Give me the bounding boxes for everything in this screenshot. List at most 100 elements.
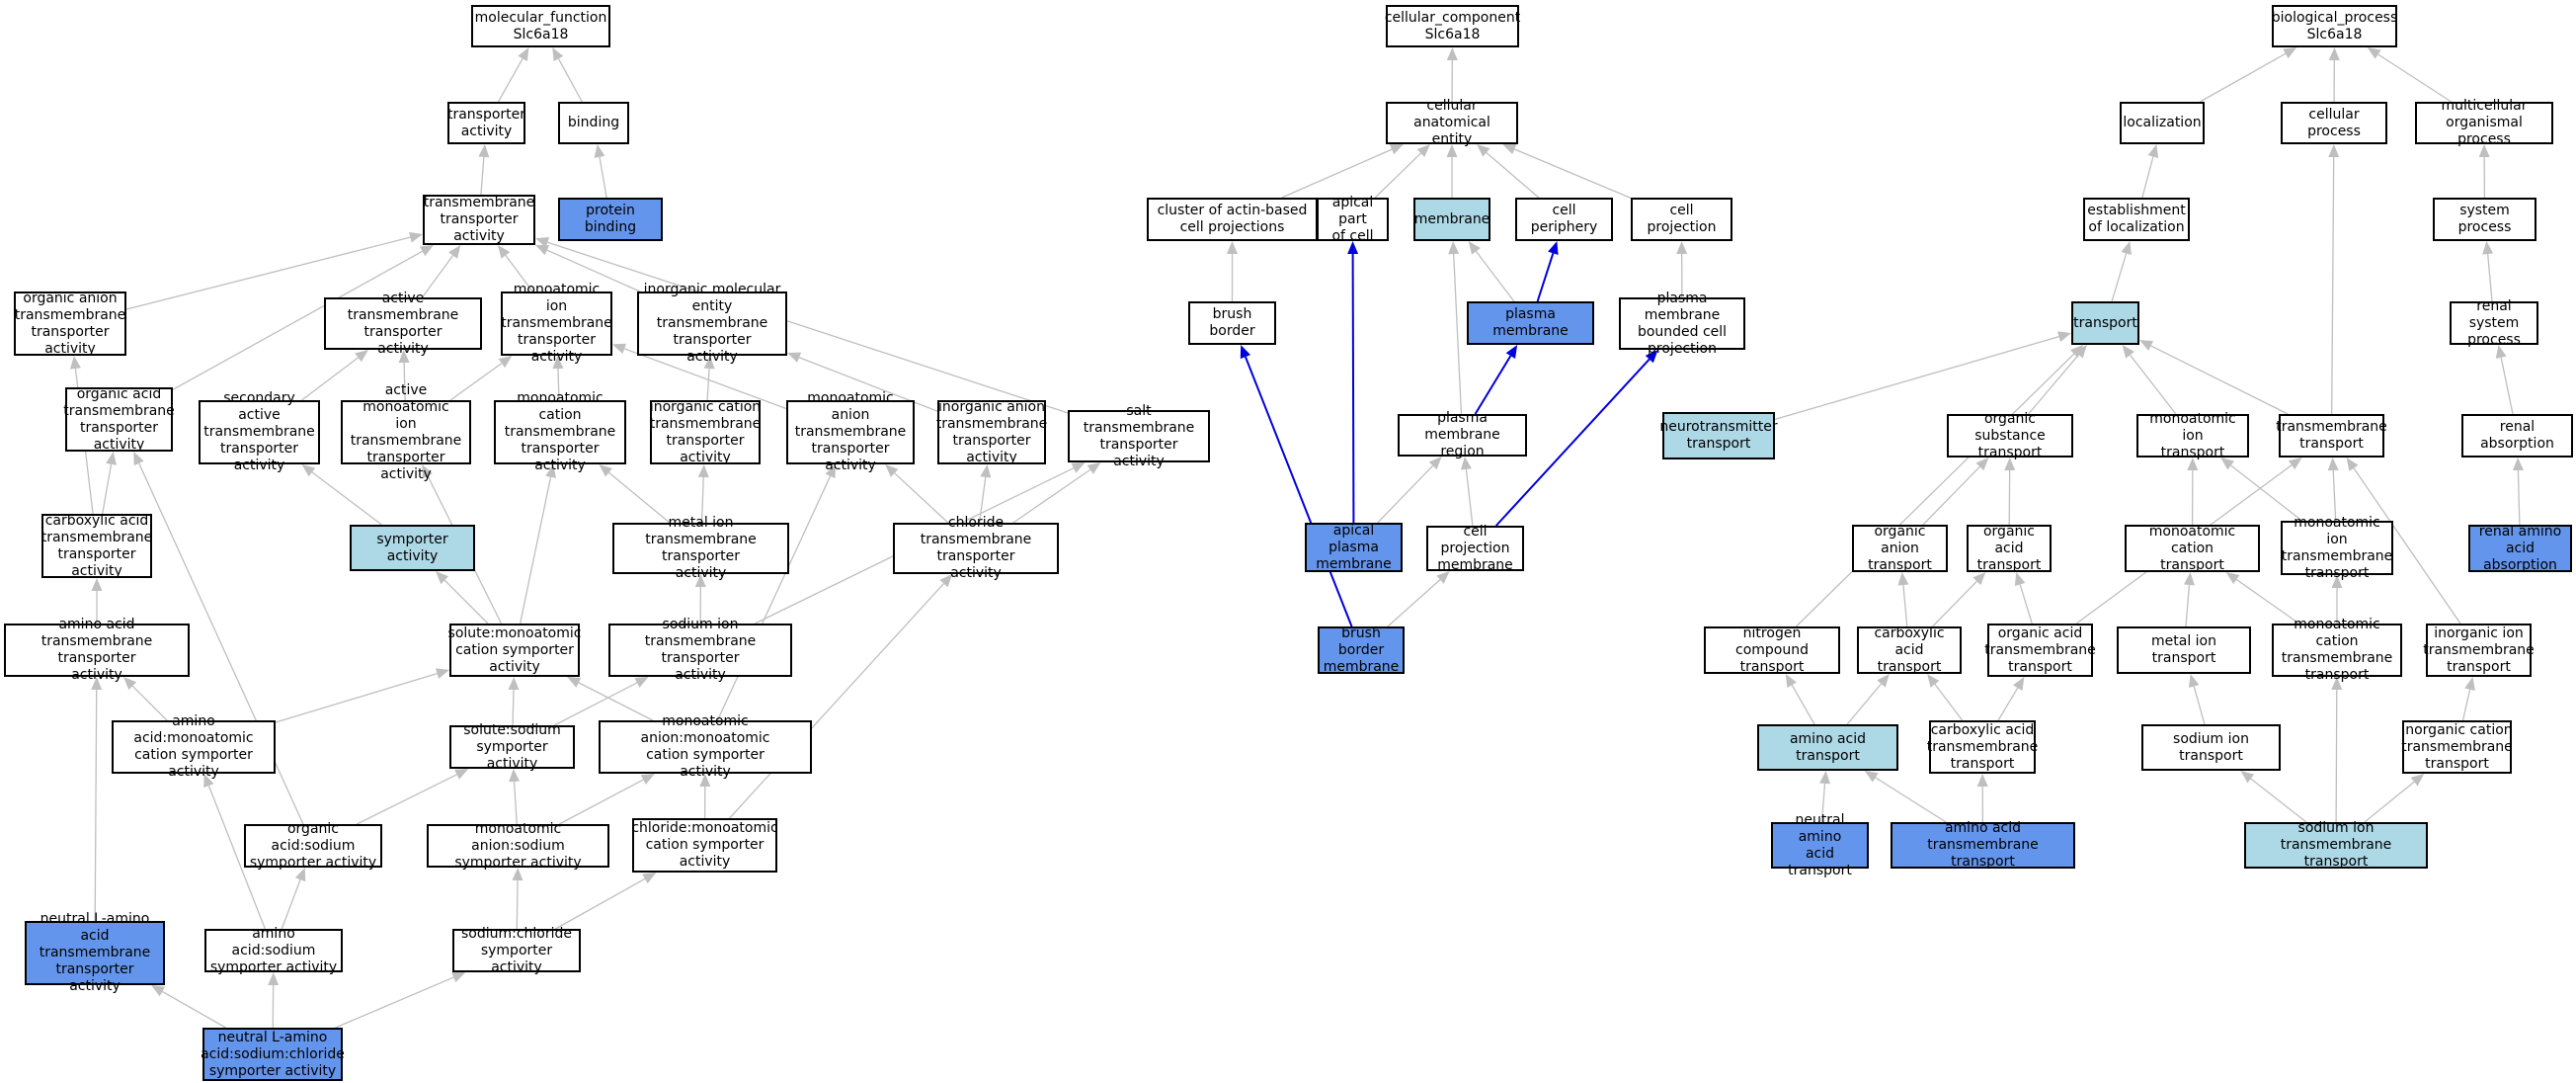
node-monoatomic-anion-sodium-symporter-activity[interactable]: monoatomic anion:sodium symporter activi… bbox=[427, 821, 609, 871]
node-sodium-ion-transmembrane-transport[interactable]: sodium ion transmembrane transport bbox=[2244, 820, 2428, 870]
node-inorganic-ion-transmembrane-transport[interactable]: inorganic ion transmembrane transport bbox=[2423, 624, 2535, 677]
node-establishment-of-localization[interactable]: establishment of localization bbox=[2083, 198, 2190, 241]
node-amino-acid-transport[interactable]: amino acid transport bbox=[1757, 724, 1898, 771]
node-cell-projection[interactable]: cell projection bbox=[1631, 198, 1732, 241]
node-system-process[interactable]: system process bbox=[2433, 198, 2536, 241]
edge-inorganic_ion_tm_transport-to-transmembrane_transport bbox=[2353, 467, 2461, 625]
node-organic-acid-transmembrane-transport[interactable]: organic acid transmembrane transport bbox=[1984, 624, 2096, 677]
node-carboxylic-acid-transmembrane-transporter-activity[interactable]: carboxylic acid transmembrane transporte… bbox=[40, 512, 153, 579]
node-apical-plasma-membrane[interactable]: apical plasma membrane bbox=[1305, 523, 1403, 572]
node-active-monoatomic-ion-transmembrane-transporter-activity[interactable]: active monoatomic ion transmembrane tran… bbox=[341, 382, 471, 482]
node-carboxylic-acid-transmembrane-transport[interactable]: carboxylic acid transmembrane transport bbox=[1927, 720, 2038, 774]
edge-symporter_activity-to-secondary_active_tm bbox=[311, 471, 382, 526]
node-neutral-l-amino-acid-sodium-chloride-symporter-activity[interactable]: neutral L-amino acid:sodium:chloride sym… bbox=[201, 1028, 345, 1081]
node-cc-root[interactable]: cellular_component Slc6a18 bbox=[1385, 5, 1520, 47]
edge-organic_acid_sodium_symporter-to-solute_sodium_symporter bbox=[357, 774, 457, 825]
node-renal-system-process[interactable]: renal system process bbox=[2450, 298, 2538, 348]
node-amino-acid-transmembrane-transporter-activity[interactable]: amino acid transmembrane transporter act… bbox=[4, 617, 190, 683]
node-protein-binding[interactable]: protein binding bbox=[558, 198, 663, 241]
node-organic-substance-transport[interactable]: organic substance transport bbox=[1947, 411, 2073, 460]
node-brush-border-membrane[interactable]: brush border membrane bbox=[1318, 625, 1405, 675]
node-solute-sodium-symporter-activity[interactable]: solute:sodium symporter activity bbox=[449, 722, 575, 772]
node-salt-transmembrane-transporter-activity[interactable]: salt transmembrane transporter activity bbox=[1068, 403, 1210, 469]
arrowhead-transmembrane_transport-to-transport bbox=[2139, 340, 2154, 351]
node-bp-root[interactable]: biological_process Slc6a18 bbox=[2272, 5, 2397, 47]
node-localization[interactable]: localization bbox=[2120, 102, 2205, 144]
node-inorganic-anion-transmembrane-transporter-activity[interactable]: inorganic anion transmembrane transporte… bbox=[935, 398, 1048, 465]
edge-cluster_actin_projections-to-cellular_anatomical_entity bbox=[1281, 148, 1393, 199]
node-transport[interactable]: transport bbox=[2071, 301, 2139, 345]
node-brush-border[interactable]: brush border bbox=[1188, 301, 1276, 345]
node-active-transmembrane-transporter-activity[interactable]: active transmembrane transporter activit… bbox=[324, 291, 482, 357]
arrowhead-neutral_l_amino_acid_sodium_chloride_symporter-to-sodium_chloride_symporter bbox=[451, 972, 466, 983]
node-metal-ion-transmembrane-transporter-activity[interactable]: metal ion transmembrane transporter acti… bbox=[612, 515, 789, 581]
node-monoatomic-cation-transport[interactable]: monoatomic cation transport bbox=[2125, 524, 2260, 573]
node-sodium-chloride-symporter-activity[interactable]: sodium:chloride symporter activity bbox=[452, 926, 581, 975]
arrowhead-monoatomic_anion_sodium_symporter-to-monoatomic_anion_monoatomic_cation_symporter bbox=[640, 774, 655, 785]
node-amino-acid-sodium-symporter-activity[interactable]: amino acid:sodium symporter activity bbox=[204, 926, 343, 975]
node-plasma-membrane-bounded-cell-projection[interactable]: plasma membrane bounded cell projection bbox=[1619, 291, 1745, 357]
node-metal-ion-transport[interactable]: metal ion transport bbox=[2117, 626, 2251, 674]
node-secondary-active-transmembrane-transporter-activity[interactable]: secondary active transmembrane transport… bbox=[199, 390, 320, 473]
arrowhead-organic_acid_sodium_symporter-to-organic_acid_tm bbox=[133, 452, 144, 466]
node-sodium-ion-transport[interactable]: sodium ion transport bbox=[2141, 724, 2281, 771]
node-carboxylic-acid-transport[interactable]: carboxylic acid transport bbox=[1857, 625, 1962, 675]
arrowhead-renal_system_process-to-system_process bbox=[2482, 241, 2494, 255]
node-cellular-process[interactable]: cellular process bbox=[2281, 102, 2387, 144]
node-amino-acid-monoatomic-cation-symporter-activity[interactable]: amino acid:monoatomic cation symporter a… bbox=[112, 713, 276, 780]
node-transporter-activity[interactable]: transporter activity bbox=[447, 102, 525, 144]
arrowhead-tm_transporter_activity-to-transporter_activity bbox=[478, 144, 490, 158]
node-cell-periphery[interactable]: cell periphery bbox=[1515, 198, 1613, 241]
arrowhead-amino_acid_tm_transport-to-carboxylic_acid_tm_transport bbox=[1976, 774, 1988, 788]
arrowhead-sodium_chloride_symporter-to-chloride_monoatomic_cation_symporter bbox=[642, 873, 657, 884]
node-multicellular-organismal-process[interactable]: multicellular organismal process bbox=[2415, 98, 2553, 147]
node-neurotransmitter-transport[interactable]: neurotransmitter transport bbox=[1659, 412, 1778, 459]
node-symporter-activity[interactable]: symporter activity bbox=[350, 525, 475, 571]
node-sodium-ion-transmembrane-transporter-activity[interactable]: sodium ion transmembrane transporter act… bbox=[608, 617, 792, 683]
node-inorganic-cation-transmembrane-transporter-activity[interactable]: inorganic cation transmembrane transport… bbox=[649, 398, 762, 465]
node-renal-absorption[interactable]: renal absorption bbox=[2461, 414, 2573, 458]
node-transmembrane-transporter-activity[interactable]: transmembrane transporter activity bbox=[423, 195, 535, 245]
node-chloride-transmembrane-transporter-activity[interactable]: chloride transmembrane transporter activ… bbox=[893, 515, 1059, 581]
node-renal-amino-acid-absorption[interactable]: renal amino acid absorption bbox=[2468, 524, 2572, 573]
node-organic-anion-transmembrane-transporter-activity[interactable]: organic anion transmembrane transporter … bbox=[14, 290, 126, 357]
node-cellular-anatomical-entity[interactable]: cellular anatomical entity bbox=[1386, 98, 1518, 147]
node-cell-projection-membrane[interactable]: cell projection membrane bbox=[1426, 524, 1524, 573]
node-monoatomic-anion-transmembrane-transporter-activity[interactable]: monoatomic anion transmembrane transport… bbox=[786, 390, 915, 473]
node-organic-acid-sodium-symporter-activity[interactable]: organic acid:sodium symporter activity bbox=[244, 821, 382, 871]
edge-brush_border_membrane-to-cell_projection_membrane bbox=[1387, 579, 1441, 627]
node-organic-acid-transmembrane-transporter-activity[interactable]: organic acid transmembrane transporter a… bbox=[63, 385, 175, 453]
edge-plasma_membrane-to-membrane bbox=[1475, 250, 1515, 302]
node-amino-acid-transmembrane-transport[interactable]: amino acid transmembrane transport bbox=[1891, 820, 2075, 870]
node-monoatomic-cation-transmembrane-transporter-activity[interactable]: monoatomic cation transmembrane transpor… bbox=[494, 390, 626, 473]
arrowhead-amino_acid_tm_transport-to-amino_acid_transport bbox=[1864, 771, 1879, 783]
node-nitrogen-compound-transport[interactable]: nitrogen compound transport bbox=[1704, 625, 1840, 675]
node-inorganic-cation-transmembrane-transport[interactable]: inorganic cation transmembrane transport bbox=[2401, 720, 2513, 774]
arrowhead-amino_acid_sodium_symporter-to-organic_acid_sodium_symporter bbox=[294, 868, 306, 882]
node-plasma-membrane-region[interactable]: plasma membrane region bbox=[1398, 410, 1527, 459]
node-cluster-of-actin-based-cell-projections[interactable]: cluster of actin-based cell projections bbox=[1147, 198, 1318, 241]
node-organic-anion-transport[interactable]: organic anion transport bbox=[1852, 524, 1948, 573]
node-membrane[interactable]: membrane bbox=[1413, 198, 1490, 241]
node-inorganic-molecular-entity-transmembrane-transporter-activity[interactable]: inorganic molecular entity transmembrane… bbox=[637, 282, 787, 365]
node-monoatomic-ion-transmembrane-transport[interactable]: monoatomic ion transmembrane transport bbox=[2281, 514, 2393, 581]
node-transmembrane-transport[interactable]: transmembrane transport bbox=[2276, 414, 2387, 458]
node-monoatomic-anion-monoatomic-cation-symporter-activity[interactable]: monoatomic anion:monoatomic cation sympo… bbox=[599, 713, 812, 780]
node-plasma-membrane[interactable]: plasma membrane bbox=[1467, 301, 1594, 345]
arrowhead-neutral_l_amino_acid_sodium_chloride_symporter-to-amino_acid_sodium_symporter bbox=[268, 972, 280, 986]
arrowhead-carboxylic_acid_transport-to-organic_anion_transport bbox=[1897, 572, 1909, 586]
node-binding[interactable]: binding bbox=[558, 102, 629, 144]
node-monoatomic-cation-transmembrane-transport[interactable]: monoatomic cation transmembrane transpor… bbox=[2272, 617, 2402, 683]
node-mf-root[interactable]: molecular_function Slc6a18 bbox=[471, 5, 610, 47]
node-apical-part-of-cell[interactable]: apical part of cell bbox=[1317, 195, 1389, 244]
node-monoatomic-ion-transport[interactable]: monoatomic ion transport bbox=[2136, 411, 2249, 460]
arrowhead-metal_ion_tm-to-monoatomic_cation_tm bbox=[599, 464, 612, 477]
node-neutral-amino-acid-transport[interactable]: neutral amino acid transport bbox=[1771, 812, 1869, 878]
node-neutral-l-amino-acid-transmembrane-transporter-activity[interactable]: neutral L-amino acid transmembrane trans… bbox=[25, 911, 165, 994]
arrowhead-active_tm-to-tm_transporter_activity bbox=[448, 245, 461, 259]
node-organic-acid-transport[interactable]: organic acid transport bbox=[1967, 524, 2052, 573]
edge-organic_anion_transport-to-organic_substance_transport bbox=[1922, 465, 1980, 526]
node-solute-monoatomic-cation-symporter-activity[interactable]: solute:monoatomic cation symporter activ… bbox=[448, 624, 581, 677]
node-chloride-monoatomic-cation-symporter-activity[interactable]: chloride:monoatomic cation symporter act… bbox=[631, 818, 778, 873]
node-monoatomic-ion-transmembrane-transporter-activity[interactable]: monoatomic ion transmembrane transporter… bbox=[501, 282, 612, 365]
